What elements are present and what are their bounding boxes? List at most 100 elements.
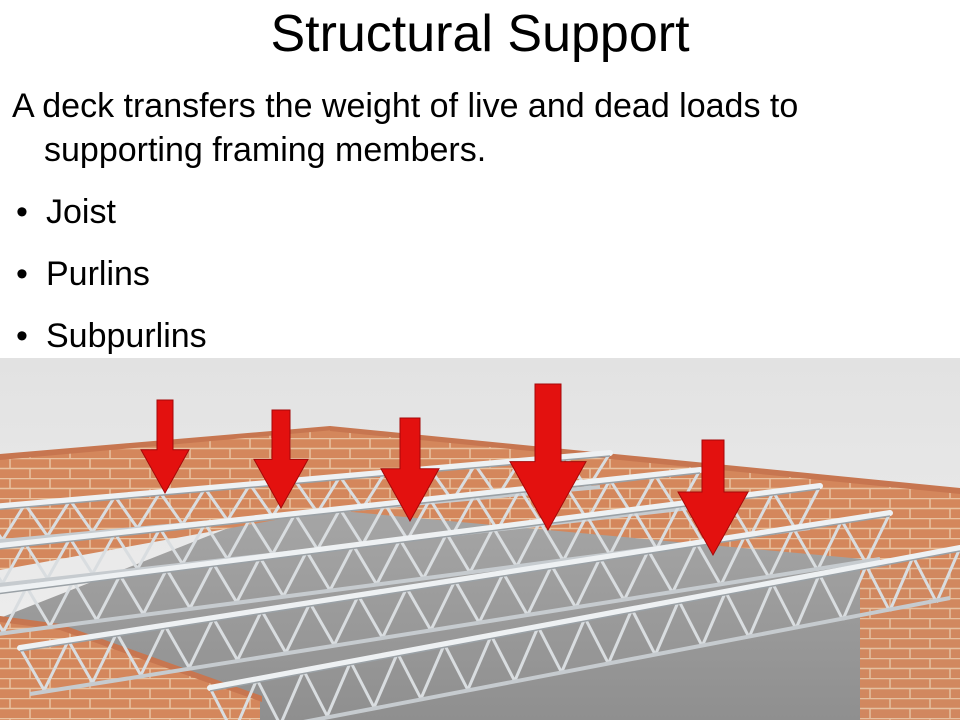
joist-web-member — [188, 562, 215, 609]
joist-web-member — [818, 573, 845, 621]
joist-web-member — [398, 538, 425, 580]
joist-web-member — [293, 479, 319, 514]
joist-web-member — [361, 503, 387, 546]
joist-web-member — [203, 522, 229, 560]
joist-web-member — [607, 608, 634, 665]
joist-web-member — [136, 491, 162, 530]
joist-web-member — [840, 519, 868, 564]
load-arrow-group — [140, 383, 749, 557]
bullet-text: Subpurlins — [46, 317, 207, 355]
joist-web-member — [67, 639, 94, 684]
joist-web-member — [864, 512, 892, 564]
joist-web-member — [349, 661, 376, 709]
bullet-item: • Subpurlins — [12, 314, 952, 358]
joist-web-member — [429, 579, 457, 631]
joist-web-member — [381, 587, 409, 639]
joist-web-member — [208, 687, 229, 720]
intro-paragraph: A deck transfers the weight of live and … — [12, 87, 799, 169]
joist-web-member — [671, 542, 699, 594]
joist-web-member — [935, 547, 960, 603]
joist-web-member — [375, 538, 402, 586]
joist-top-chord — [0, 483, 823, 594]
joist-bottom-chord — [303, 596, 951, 720]
joist-web-member — [502, 572, 529, 616]
joist-web-member — [477, 572, 505, 624]
joist-web-member — [316, 508, 342, 551]
joist-web-member — [562, 515, 588, 562]
joist-web-member — [677, 599, 704, 647]
joist-web-member — [271, 513, 297, 556]
joist-bottom-chord — [29, 557, 881, 696]
joist-web-member — [655, 503, 682, 550]
joist-web-member — [767, 527, 795, 579]
bullet-item: •Purlins — [12, 252, 952, 296]
joist-web-member — [1, 542, 27, 585]
joist-web-member — [468, 526, 495, 574]
joist-web-member — [453, 579, 481, 624]
joist-web-member — [95, 574, 122, 621]
joist-group — [0, 450, 960, 720]
joist-web-member — [719, 534, 747, 586]
bullet-text: Joist — [46, 193, 116, 231]
joist-web-member — [772, 491, 798, 532]
load-arrow — [380, 417, 440, 523]
joist-web-member — [284, 602, 312, 654]
joist-web-member — [700, 591, 728, 647]
open-web-joist — [207, 545, 960, 720]
joist-web-member — [235, 556, 262, 603]
joist-web-member — [260, 609, 288, 654]
joist-web-member — [357, 594, 384, 639]
joist-top-chord — [0, 467, 703, 549]
joist-web-member — [678, 503, 705, 544]
joist-web-member — [748, 491, 775, 538]
joist-web-member — [23, 503, 49, 537]
joist-web-member — [91, 495, 117, 533]
joist-web-member — [864, 564, 892, 612]
joist-web-member — [653, 599, 681, 656]
joist-web-member — [451, 493, 477, 536]
joist-web-member — [237, 678, 259, 720]
joist-web-member — [72, 580, 98, 621]
joist-web-member — [496, 488, 522, 531]
joist-top-chord — [17, 510, 893, 651]
bullet-dot: • — [16, 317, 28, 355]
joist-web-member — [795, 485, 822, 532]
joist-illustration-svg — [0, 358, 960, 720]
joist-top-chord-shadow — [209, 550, 960, 692]
joist-web-member — [305, 550, 332, 592]
right-wall — [860, 548, 960, 720]
joist-web-member — [181, 522, 207, 565]
joist-top-chord-shadow — [0, 472, 701, 550]
joist-web-member — [280, 669, 306, 720]
slide-body: A deck transfers the weight of live and … — [12, 84, 952, 358]
front-wall-cap — [0, 616, 262, 702]
joist-web-member — [332, 594, 360, 646]
joist-web-member — [316, 475, 342, 514]
joist-web-member — [308, 602, 336, 646]
joist-web-member — [695, 542, 723, 586]
joist-web-member — [792, 527, 819, 571]
bullet-dot: • — [16, 193, 28, 231]
joist-web-member — [489, 634, 517, 682]
joist-web-member — [136, 527, 162, 570]
joist-web-member — [338, 475, 364, 510]
joist-web-member — [248, 483, 274, 518]
joist-web-member — [142, 568, 168, 615]
open-web-joist — [0, 483, 823, 636]
joist-web-member — [888, 556, 915, 612]
joist-web-member — [396, 652, 423, 700]
joist-web-member — [794, 573, 821, 630]
joist-web-member — [422, 532, 448, 580]
joist-web-member — [911, 556, 938, 604]
joist-web-member — [255, 678, 280, 720]
joist-web-member — [743, 534, 771, 579]
joist-web-member — [352, 544, 378, 586]
joist-web-member — [466, 634, 493, 691]
joist-web-member — [632, 509, 658, 550]
joist-web-member — [445, 532, 472, 574]
joist-web-member — [158, 491, 184, 526]
joist-web-member — [598, 557, 626, 601]
joist-top-chord-shadow — [19, 515, 891, 652]
joist-load-illustration — [0, 358, 960, 720]
joist-web-member — [48, 580, 75, 627]
